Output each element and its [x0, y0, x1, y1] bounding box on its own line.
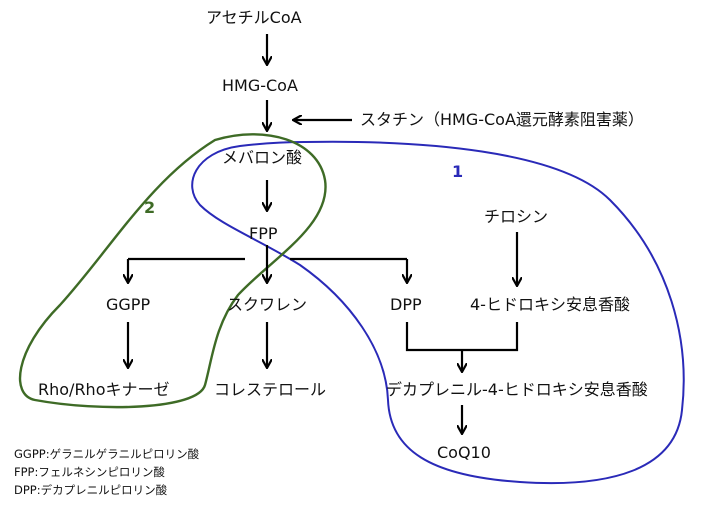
- node-hmg-coa: HMG-CoA: [222, 76, 298, 95]
- node-hydroxybenzoate: 4-ヒドロキシ安息香酸: [470, 295, 630, 314]
- node-coq10: CoQ10: [437, 443, 491, 462]
- region-2-label: 2: [144, 198, 156, 217]
- node-cholesterol: コレステロール: [214, 380, 327, 399]
- legend-dpp: DPP:デカプレニルピロリン酸: [14, 483, 168, 497]
- legend-fpp: FPP:フェルネシンピロリン酸: [14, 465, 165, 479]
- region-1-label: 1: [452, 162, 464, 181]
- node-fpp: FPP: [249, 224, 278, 243]
- node-rho: Rho/Rhoキナーゼ: [38, 380, 170, 399]
- node-squalene: スクワレン: [227, 295, 308, 314]
- statin-label: スタチン（HMG-CoA還元酵素阻害薬）: [360, 110, 644, 129]
- region-1-outline: [191, 140, 685, 485]
- node-mevalonate: メバロン酸: [222, 148, 303, 167]
- node-dpp: DPP: [390, 295, 422, 314]
- legend-ggpp: GGPP:ゲラニルゲラニルピロリン酸: [14, 447, 200, 461]
- node-tyrosine: チロシン: [484, 207, 549, 226]
- node-decaprenyl: デカプレニル-4-ヒドロキシ安息香酸: [386, 380, 648, 399]
- node-acetyl-coa: アセチルCoA: [206, 8, 302, 27]
- region-2-outline: [18, 133, 327, 409]
- node-ggpp: GGPP: [106, 295, 151, 314]
- merge-bracket: [405, 322, 519, 352]
